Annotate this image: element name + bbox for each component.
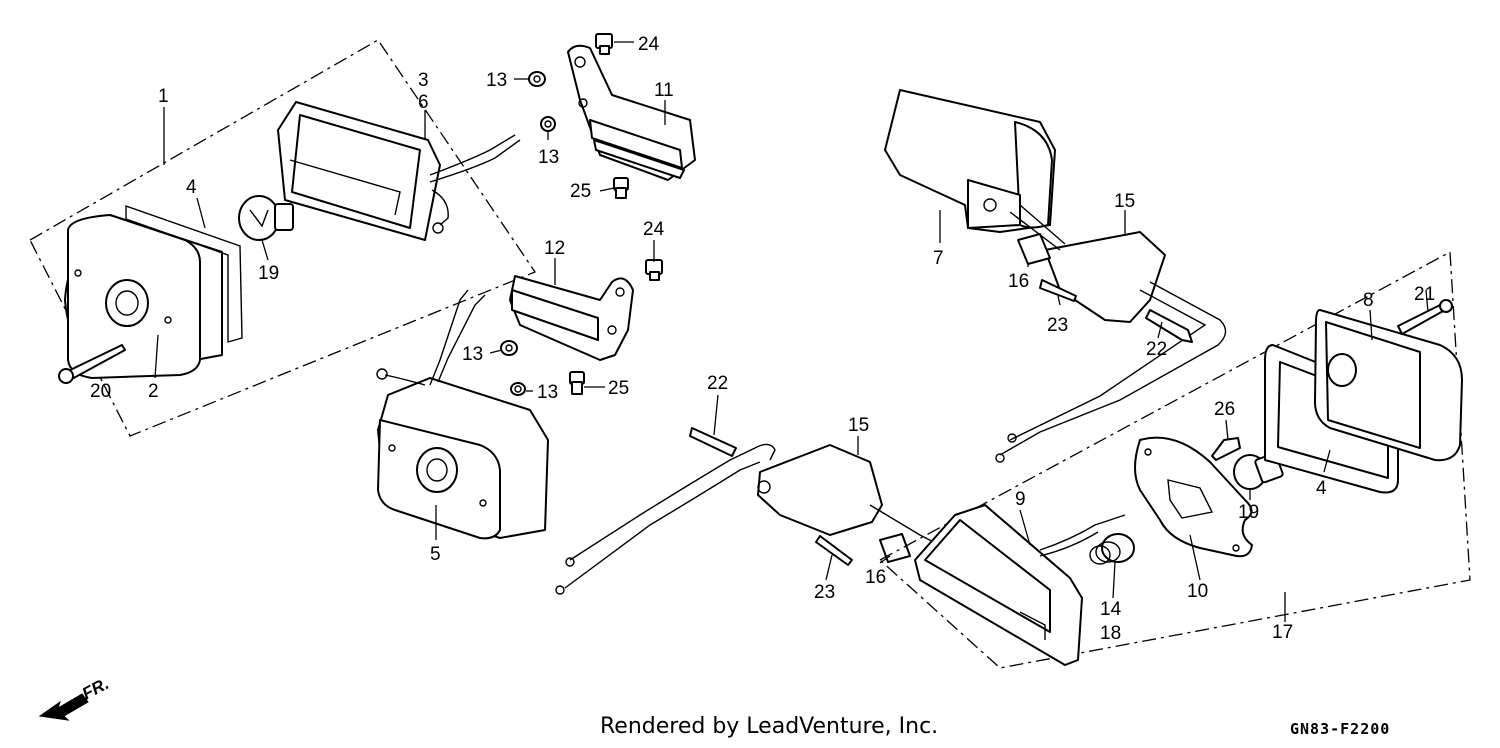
lens-8-right <box>1314 309 1463 462</box>
callout-18: 18 <box>1100 623 1121 644</box>
collar-16-upper <box>1017 233 1051 265</box>
front-arrow-icon <box>38 693 89 721</box>
footer: Rendered by LeadVenture, Inc. GN83-F2200 <box>0 712 1500 742</box>
callout-2: 2 <box>148 381 159 402</box>
nut-13-b <box>540 116 556 132</box>
callout-9: 9 <box>1015 489 1026 510</box>
callout-4-right: 4 <box>1316 478 1327 499</box>
socket-14 <box>1089 533 1135 565</box>
callout-5: 5 <box>430 544 441 565</box>
callout-13-c: 13 <box>462 344 483 365</box>
callout-24-b: 24 <box>643 219 665 240</box>
credit-text: Rendered by LeadVenture, Inc. <box>600 714 939 739</box>
callout-25-a: 25 <box>570 181 591 202</box>
callout-16-lower: 16 <box>865 567 886 588</box>
callout-10: 10 <box>1187 581 1208 602</box>
callout-12: 12 <box>544 238 565 259</box>
turn-signal-5 <box>377 377 549 540</box>
tail-lamp-7 <box>884 89 1056 233</box>
bolt-25-b <box>569 371 585 395</box>
callout-11: 11 <box>654 80 674 101</box>
plate-10 <box>1134 436 1253 558</box>
screw-21 <box>1397 299 1453 335</box>
callout-16-upper: 16 <box>1008 271 1029 292</box>
callout-13-a: 13 <box>486 70 507 91</box>
lens-front-left <box>64 214 223 379</box>
callout-19-right: 19 <box>1238 502 1259 523</box>
callout-3: 3 <box>418 70 429 91</box>
drawing-code: GN83-F2200 <box>1290 720 1391 738</box>
bolt-24-b <box>645 259 663 281</box>
callout-7: 7 <box>933 248 944 269</box>
screw-20 <box>58 344 126 384</box>
bracket-12 <box>509 275 634 361</box>
housing-left <box>277 101 441 241</box>
gasket-left <box>125 205 243 343</box>
callout-15-lower: 15 <box>848 415 869 436</box>
bulb-left <box>238 195 294 241</box>
bolt-24-a <box>595 33 613 55</box>
signal-5-wires <box>384 289 486 386</box>
callout-20: 20 <box>90 381 111 402</box>
nut-13-c <box>500 340 518 356</box>
callout-23-upper: 23 <box>1047 315 1068 336</box>
callout-14: 14 <box>1100 599 1122 620</box>
assembly-17-outline <box>878 250 1471 669</box>
collar-16-lower <box>879 533 911 563</box>
screw-23-upper <box>1039 279 1077 302</box>
callout-13-b: 13 <box>538 147 559 168</box>
lamp-body-9 <box>914 504 1083 666</box>
callout-23-lower: 23 <box>814 582 835 603</box>
callout-26: 26 <box>1214 399 1235 420</box>
callout-22-upper: 22 <box>1146 339 1167 360</box>
callout-13-d: 13 <box>537 382 558 403</box>
stay-15-lower <box>757 444 883 536</box>
screw-23-lower <box>815 535 853 566</box>
nut-13-a <box>528 71 546 87</box>
callout-1: 1 <box>158 86 169 107</box>
callout-25-b: 25 <box>608 378 629 399</box>
callout-4-left: 4 <box>186 177 197 198</box>
bolt-22-upper <box>1145 309 1193 343</box>
socket-wires <box>1039 514 1126 557</box>
nut-13-d <box>510 382 526 396</box>
callout-22-lower: 22 <box>707 373 728 394</box>
leader-lines <box>154 41 1429 622</box>
callout-8: 8 <box>1363 290 1374 311</box>
callout-17: 17 <box>1272 622 1293 643</box>
bracket-11 <box>567 44 696 181</box>
callout-19-left: 19 <box>258 263 279 284</box>
callout-15-upper: 15 <box>1114 191 1135 212</box>
bulb-right <box>1233 452 1284 490</box>
callout-6: 6 <box>418 92 429 113</box>
screw-26 <box>1211 437 1241 461</box>
callout-21: 21 <box>1414 284 1435 305</box>
bolt-22-lower <box>689 427 737 457</box>
callout-24-a: 24 <box>638 34 660 55</box>
upper-stay-wire <box>999 281 1227 456</box>
housing-wires <box>429 134 521 226</box>
bolt-25-a <box>613 177 629 199</box>
